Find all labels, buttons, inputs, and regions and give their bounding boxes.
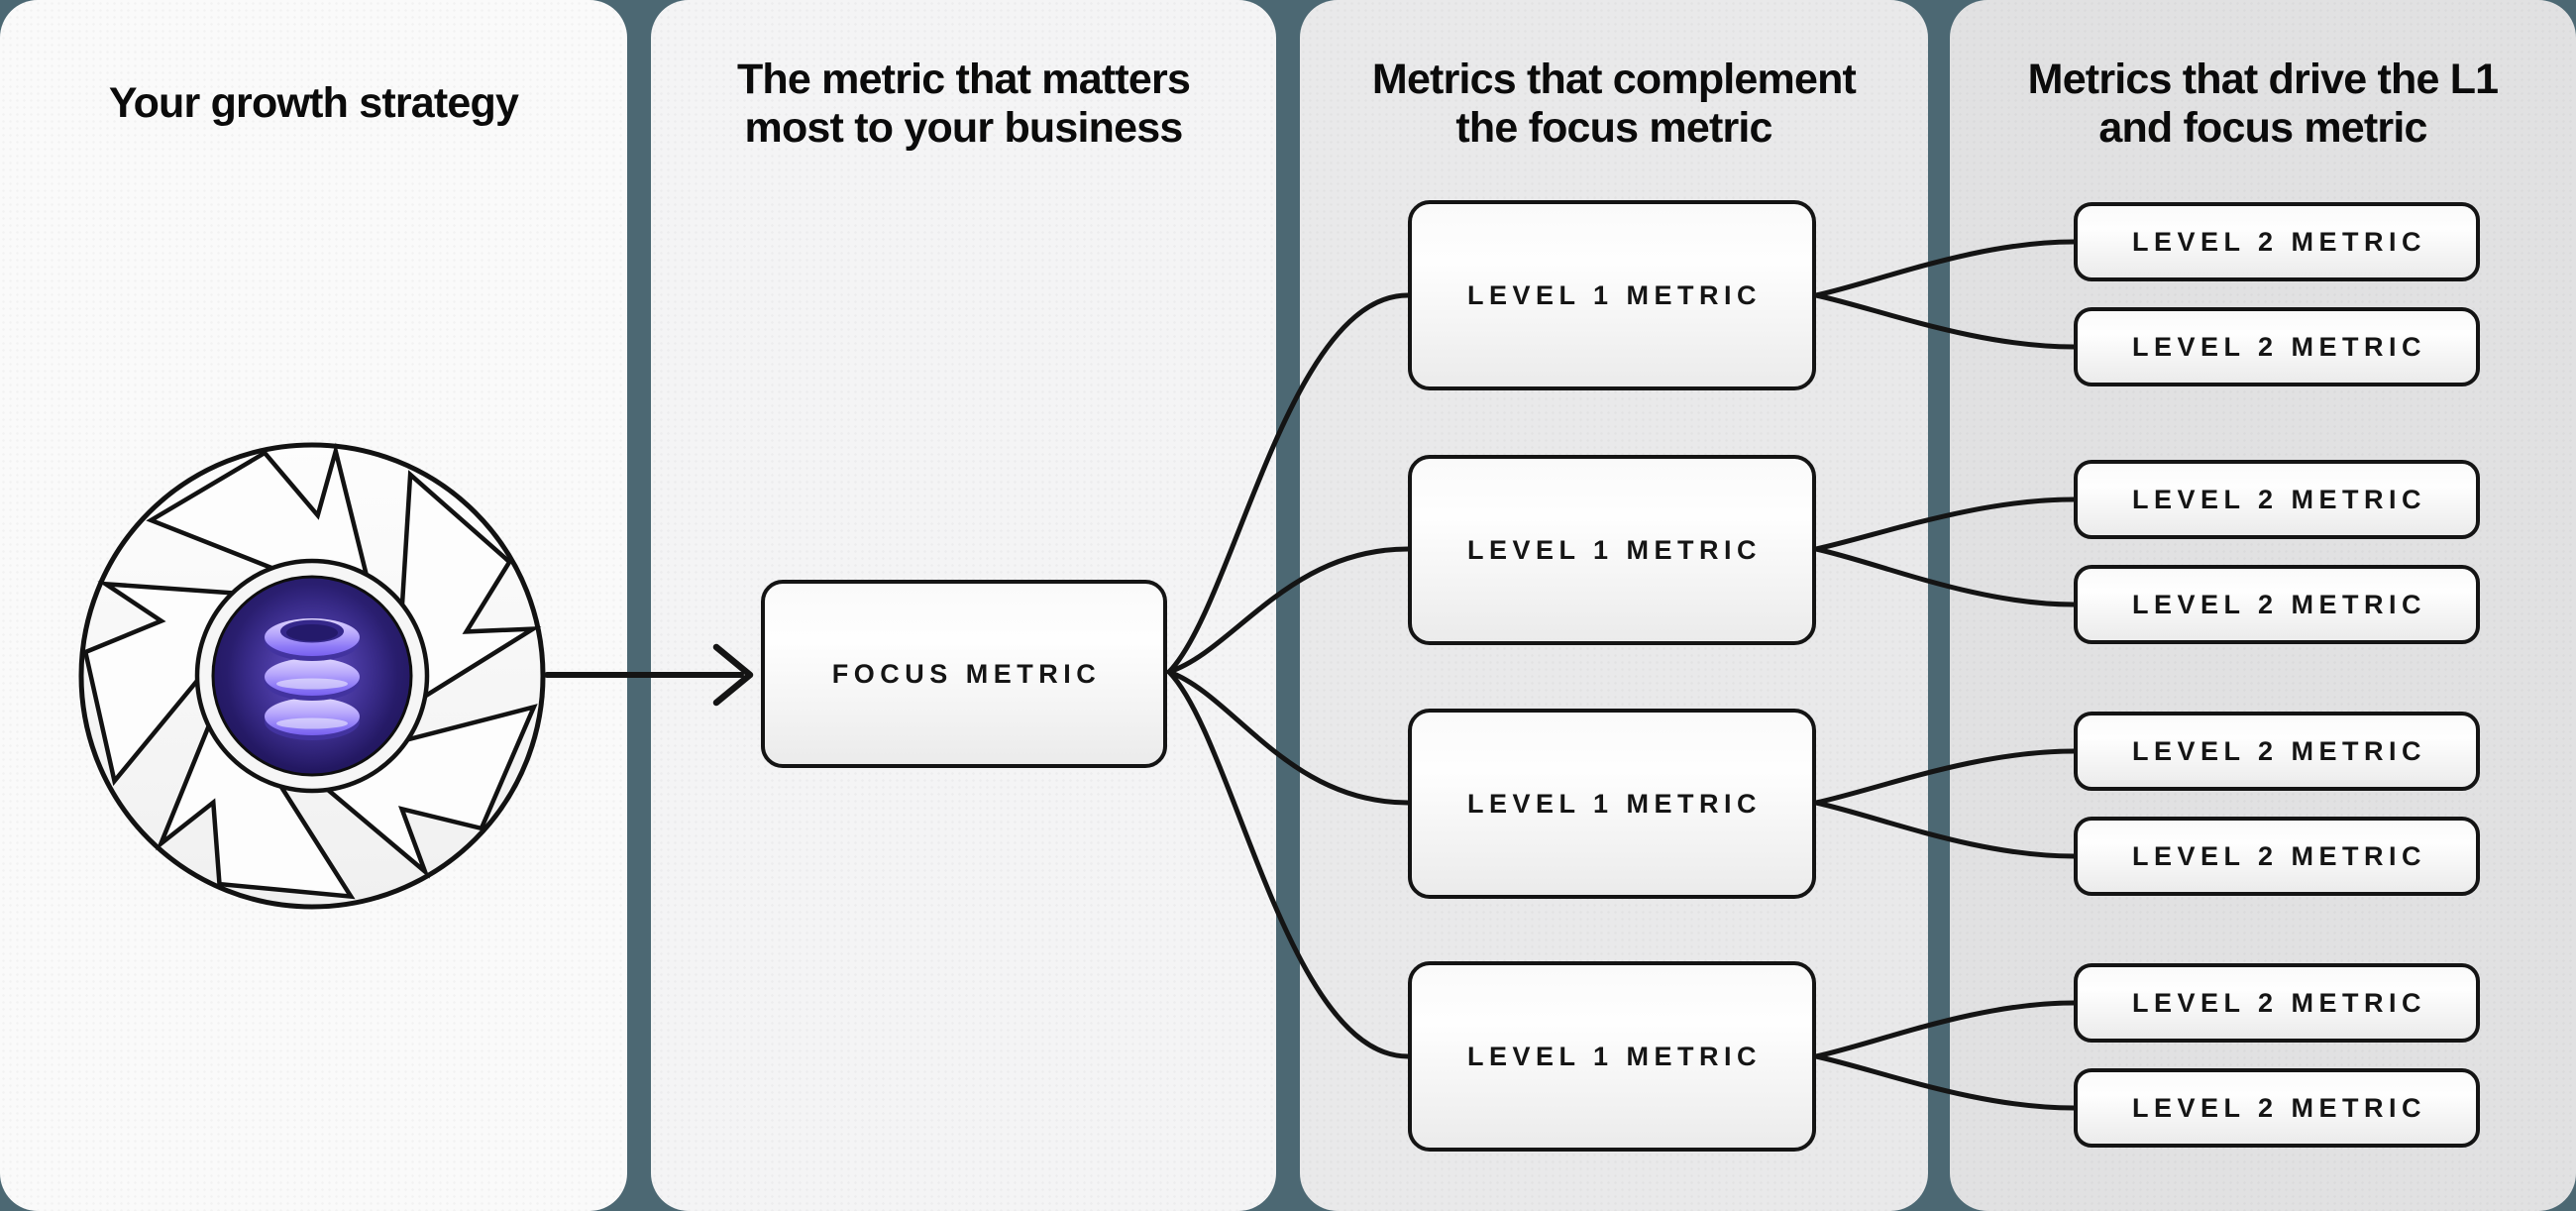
focus-metric-node: FOCUS METRIC [761, 580, 1167, 768]
column-title-level1-line2: the focus metric [1455, 104, 1772, 152]
level2-metric-label: LEVEL 2 METRIC [2131, 589, 2427, 619]
level2-metric-label: LEVEL 2 METRIC [2131, 331, 2427, 362]
level2-metric-node-7: LEVEL 2 METRIC [2074, 963, 2480, 1043]
column-title-focus-line1: The metric that matters [736, 55, 1191, 103]
level2-metric-label: LEVEL 2 METRIC [2131, 735, 2427, 766]
level2-metric-node-6: LEVEL 2 METRIC [2074, 817, 2480, 896]
level2-metric-node-2: LEVEL 2 METRIC [2074, 307, 2480, 386]
flywheel-icon [78, 442, 546, 910]
level1-metric-node-2: LEVEL 1 METRIC [1408, 455, 1816, 645]
level2-metric-node-4: LEVEL 2 METRIC [2074, 565, 2480, 644]
level2-metric-label: LEVEL 2 METRIC [2131, 987, 2427, 1018]
level1-metric-node-1: LEVEL 1 METRIC [1408, 200, 1816, 390]
column-title-level2: Metrics that drive the L1 and focus metr… [1950, 55, 2576, 153]
level2-metric-node-8: LEVEL 2 METRIC [2074, 1068, 2480, 1148]
column-title-level2-line1: Metrics that drive the L1 [2027, 55, 2499, 103]
level1-metric-label: LEVEL 1 METRIC [1466, 279, 1763, 310]
focus-metric-label: FOCUS METRIC [831, 658, 1102, 689]
column-title-focus-line2: most to your business [744, 104, 1184, 152]
level2-metric-node-3: LEVEL 2 METRIC [2074, 460, 2480, 539]
level2-metric-label: LEVEL 2 METRIC [2131, 1092, 2427, 1123]
level1-metric-node-3: LEVEL 1 METRIC [1408, 709, 1816, 899]
level2-metric-label: LEVEL 2 METRIC [2131, 226, 2427, 257]
level1-metric-label: LEVEL 1 METRIC [1466, 788, 1763, 819]
database-icon [227, 584, 397, 770]
column-title-level1-line1: Metrics that complement [1371, 55, 1857, 103]
column-title-level2-line2: and focus metric [2098, 104, 2427, 152]
level1-metric-label: LEVEL 1 METRIC [1466, 534, 1763, 565]
level2-metric-label: LEVEL 2 METRIC [2131, 484, 2427, 514]
level2-metric-node-5: LEVEL 2 METRIC [2074, 712, 2480, 791]
level2-metric-label: LEVEL 2 METRIC [2131, 840, 2427, 871]
level1-metric-label: LEVEL 1 METRIC [1466, 1041, 1763, 1071]
column-title-focus-metric: The metric that matters most to your bus… [651, 55, 1276, 153]
column-title-growth-strategy: Your growth strategy [108, 79, 519, 127]
level1-metric-node-4: LEVEL 1 METRIC [1408, 961, 1816, 1152]
column-title-level1: Metrics that complement the focus metric [1300, 55, 1928, 153]
level2-metric-node-1: LEVEL 2 METRIC [2074, 202, 2480, 281]
